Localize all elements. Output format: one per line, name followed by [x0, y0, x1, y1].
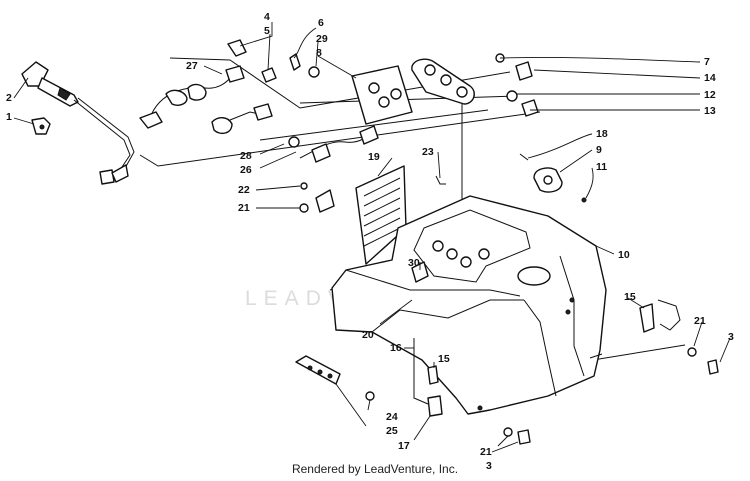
callout-5: 5 [264, 25, 270, 37]
dash-console-housing [331, 195, 607, 415]
callout-2: 2 [6, 92, 12, 104]
callout-11: 11 [596, 161, 607, 173]
part-23-clip [435, 175, 446, 185]
callout-12: 12 [704, 89, 716, 101]
part-16-17-bracket [413, 338, 443, 417]
callout-18: 18 [596, 128, 608, 140]
part-25-plate [295, 355, 375, 401]
throttle-cable-assembly [21, 61, 135, 185]
callout-15-center: 15 [438, 353, 450, 365]
part-26-wire [288, 125, 379, 163]
callout-6: 6 [318, 17, 324, 29]
part-15-bracket-right [639, 299, 681, 333]
callout-14: 14 [704, 72, 716, 84]
callout-1: 1 [6, 111, 12, 123]
callout-25: 25 [386, 425, 398, 437]
footer-credit: Rendered by LeadVenture, Inc. [291, 462, 459, 476]
callout-21-left: 21 [238, 202, 250, 214]
part-9-flange [519, 153, 587, 203]
callout-19: 19 [368, 151, 380, 163]
callout-8: 8 [316, 47, 322, 59]
part-4-5-switch [227, 39, 277, 83]
callout-13: 13 [704, 105, 716, 117]
callout-7: 7 [704, 56, 710, 68]
callout-labels: 1 2 4 5 6 29 8 27 7 14 12 13 18 9 11 10 … [6, 11, 734, 472]
callout-3-right: 3 [728, 331, 734, 343]
callout-21-bottom: 21 [480, 446, 492, 458]
callout-27: 27 [186, 60, 198, 72]
callout-23: 23 [422, 146, 434, 158]
callout-30: 30 [408, 257, 420, 269]
part-1-bracket [31, 117, 51, 135]
part-21-22-screws [299, 182, 335, 213]
callout-15-right: 15 [624, 291, 636, 303]
callout-9: 9 [596, 144, 602, 156]
callout-3-bottom: 3 [486, 460, 492, 472]
callout-21-right: 21 [694, 315, 706, 327]
callout-10: 10 [618, 249, 630, 261]
part-6-29-screw [289, 53, 320, 78]
callout-26: 26 [240, 164, 252, 176]
callout-24: 24 [386, 411, 398, 423]
callout-17: 17 [398, 440, 410, 452]
leader-lines [13, 22, 731, 453]
switch-plate [351, 58, 475, 125]
callout-28: 28 [240, 150, 252, 162]
wiring-harness [139, 65, 273, 135]
callout-22: 22 [238, 184, 250, 196]
part-7-14-hardware [495, 53, 539, 117]
part-21-3-right [687, 347, 719, 375]
callout-29: 29 [316, 33, 328, 45]
callout-20: 20 [362, 329, 374, 341]
part-21-3-bottom [503, 427, 531, 445]
callout-4: 4 [264, 11, 270, 23]
callout-16: 16 [390, 342, 402, 354]
